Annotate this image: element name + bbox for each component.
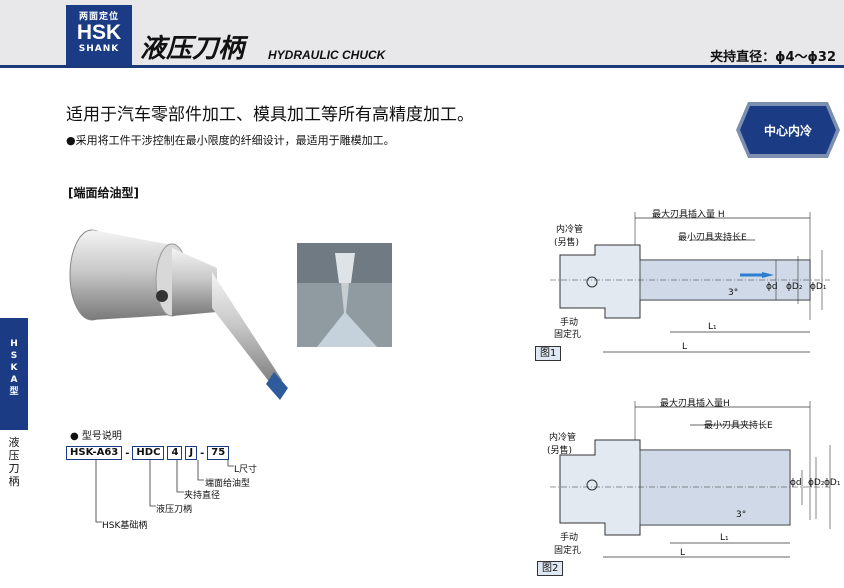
side-tab-letter: A: [10, 375, 18, 385]
fig1-l1-label: L₁: [708, 322, 717, 332]
fig1-fix-hole-label: 固定孔: [554, 330, 582, 340]
center-coolant-label: 中心内冷: [763, 124, 812, 138]
fig1-d-label: ϕd: [766, 282, 778, 292]
legend-clamp-diameter: 夹持直径: [184, 491, 221, 501]
side-category-label: 液压刀柄: [8, 436, 20, 488]
clamp-diameter-range: 夹持直径：ϕ4～ϕ32: [710, 50, 836, 65]
code-part-type: J: [185, 446, 198, 460]
side-category-tab[interactable]: H S K A 型: [0, 318, 28, 430]
figure-2-drawing: [550, 401, 831, 558]
machining-photo: [297, 243, 392, 347]
page-title: 液压刀柄: [140, 34, 245, 64]
side-tab-letter: H: [10, 339, 18, 349]
code-part-length: 75: [207, 446, 230, 460]
hsk-shank-badge: 两面定位 HSK SHANK: [66, 5, 132, 65]
fig1-d1-label: ϕD₁: [810, 282, 827, 292]
chuck-photo: [69, 229, 288, 400]
fig2-max-insert-label: 最大刃具插入量H: [660, 399, 730, 409]
fig1-manual-label: 手动: [560, 318, 579, 328]
fig2-manual-label: 手动: [560, 533, 579, 543]
fig2-d1-label: ϕD₁: [824, 478, 841, 488]
fig1-max-insert-label: 最大刃具插入量 H: [652, 210, 725, 220]
fig1-inner-tube-label: 内冷管: [556, 225, 584, 235]
model-code: HSK-A63 - HDC 4 J - 75: [66, 446, 230, 460]
center-coolant-badge: 中心内冷: [734, 100, 842, 160]
model-code-leader-lines: [95, 460, 234, 523]
badge-shank-text: SHANK: [78, 44, 120, 54]
lead-sentence: 适用于汽车零部件加工、模具加工等所有高精度加工。: [66, 105, 474, 125]
fig1-min-clamp-label: 最小刃具夹持长E: [678, 233, 747, 243]
section-title: [端面给油型]: [68, 186, 139, 200]
hexagon-shape-icon: [736, 102, 840, 158]
fig1-tag: 图1: [535, 346, 562, 361]
legend-hydraulic-chuck: 液压刀柄: [156, 505, 193, 515]
fig2-d-label: ϕd: [790, 478, 802, 488]
model-code-title: ● 型号说明: [70, 431, 122, 442]
badge-top-text: 两面定位: [78, 12, 119, 22]
fig1-angle-label: 3°: [728, 288, 739, 298]
fig2-l1-label: L₁: [720, 533, 729, 543]
fig2-inner-tube-label: 内冷管: [549, 433, 577, 443]
fig1-d2-label: ϕD₂: [786, 282, 803, 292]
code-part-shank: HSK-A63: [66, 446, 123, 460]
fig2-fix-hole-label: 固定孔: [554, 546, 582, 556]
fig2-l-label: L: [680, 548, 686, 558]
side-tab-letter: 型: [9, 387, 19, 397]
code-part-diameter: 4: [167, 446, 183, 460]
fig2-min-clamp-label: 最小刃具夹持长E: [704, 421, 773, 431]
code-part-chuck: HDC: [132, 446, 165, 460]
header-band: [0, 0, 844, 68]
badge-hsk-text: HSK: [76, 21, 122, 44]
side-tab-letter: S: [10, 351, 18, 361]
code-separator: -: [125, 447, 130, 459]
side-tab-letter: K: [10, 363, 18, 373]
legend-hsk-shank: HSK基础柄: [102, 521, 148, 531]
fig2-angle-label: 3°: [736, 510, 747, 520]
feature-bullet: ●采用将工件干涉控制在最小限度的纤细设计，最适用于雕模加工。: [66, 134, 395, 147]
figure-1-drawing: [550, 212, 830, 353]
fig1-l-label: L: [682, 342, 688, 352]
fig2-tag: 图2: [537, 561, 564, 576]
fig2-d2-label: ϕD₂: [808, 478, 825, 488]
legend-l-length: L尺寸: [234, 465, 258, 475]
page-title-en: HYDRAULIC CHUCK: [268, 48, 386, 62]
fig2-sold-separately: (另售): [547, 446, 573, 456]
fig1-sold-separately: (另售): [554, 238, 580, 248]
legend-end-oil-type: 端面给油型: [205, 479, 251, 489]
code-separator: -: [200, 447, 205, 459]
